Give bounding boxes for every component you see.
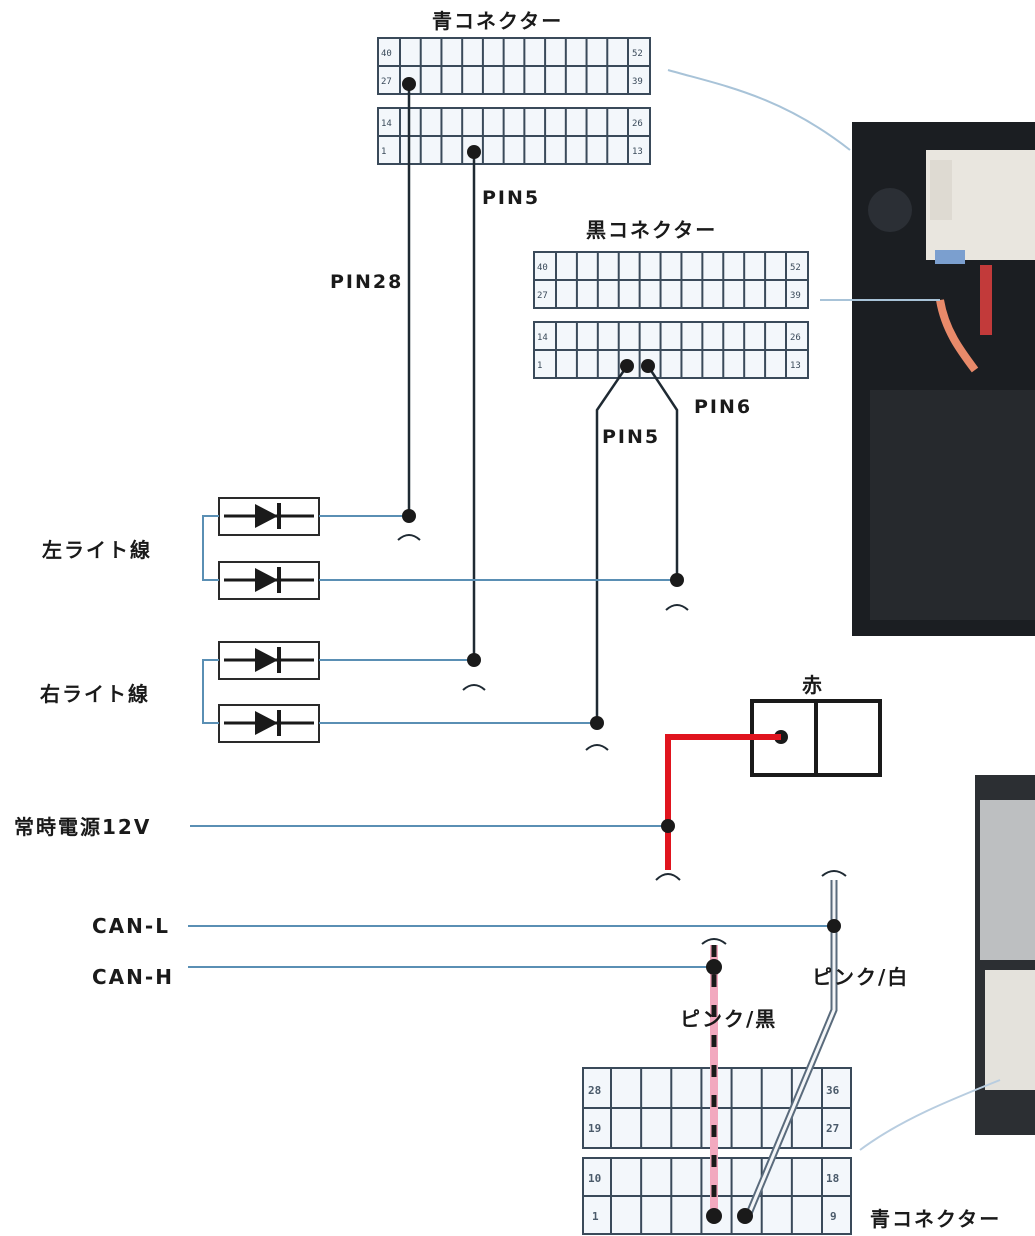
left-light-label: 左ライト線 [42,538,152,562]
pin-number: 1 [381,147,386,157]
pin-number: 27 [826,1122,839,1135]
wire-black-pin6 [646,365,679,580]
junction-dot [402,509,416,523]
pin-dot [467,145,481,159]
pin-number: 9 [830,1210,837,1223]
black-connector-lower [533,321,809,379]
pin-number: 14 [381,119,392,129]
pin-label: PIN5 [602,426,660,448]
pin-number: 1 [592,1210,599,1223]
pin-number: 27 [381,77,392,87]
junction-dot [590,716,604,730]
pink-black-label: ピンク/黒 [680,1007,777,1031]
blue-connector-top-upper [377,37,651,95]
blue-connector-title: 青コネクター [432,9,563,33]
blue-connector-bottom-title: 青コネクター [870,1207,1001,1231]
pin-number: 13 [632,147,643,157]
pin-number: 1 [537,361,542,371]
pin-label: PIN5 [482,187,540,209]
pin-number: 19 [588,1122,601,1135]
junction-dot [670,573,684,587]
can-h-label: CAN-H [92,965,174,989]
pin-number: 14 [537,333,548,343]
pin-number: 26 [632,119,643,129]
pin-dot [620,359,634,373]
wire-cut-mark [655,873,681,881]
can-l-label: CAN-L [92,914,170,938]
pin-dot [641,359,655,373]
constant-power-label: 常時電源12V [14,815,151,839]
pin-dot [706,1208,722,1224]
pin-number: 18 [826,1172,839,1185]
right-light-bracket [202,659,219,724]
junction-dot [827,919,841,933]
diode-left-upper [218,497,320,536]
pin-dot [402,77,416,91]
pin-number: 39 [790,291,801,301]
diode-right-upper [218,641,320,680]
left-light-bracket [202,515,219,581]
leader-line [859,1079,1001,1151]
diode-left-lower [218,561,320,600]
wire-cut-mark [821,870,847,877]
pin-number: 13 [790,361,801,371]
junction-dot [661,819,675,833]
vehicle-photo-bottom [975,775,1035,1135]
pin-dot [737,1208,753,1224]
pin-label: PIN28 [330,271,403,293]
wire-cut-mark [585,744,609,751]
pin-number: 52 [632,49,643,59]
pin-number: 10 [588,1172,601,1185]
pin-number: 26 [790,333,801,343]
blue-connector-top-lower [377,107,651,165]
wire-cut-mark [397,534,421,541]
vehicle-photo-top [852,122,1035,636]
wire-cut-mark [701,938,727,945]
diode-right-lower [218,704,320,743]
red-connector-title: 赤 [802,673,824,697]
pin-number: 36 [826,1084,840,1097]
pin-number: 40 [381,49,392,59]
black-connector-title: 黒コネクター [586,218,717,242]
wire-black-pin5 [595,365,629,723]
leader-line [667,69,851,151]
junction-dot [706,959,722,975]
pin-number: 40 [537,263,548,273]
pin-number: 28 [588,1084,601,1097]
pin-number: 52 [790,263,801,273]
pin-label: PIN6 [694,396,752,418]
pin-number: 39 [632,77,643,87]
pink-white-label: ピンク/白 [812,965,909,989]
black-connector-upper [533,251,809,309]
junction-dot [467,653,481,667]
wire-cut-mark [665,604,689,611]
right-light-label: 右ライト線 [40,682,150,706]
pin-number: 27 [537,291,548,301]
wire-cut-mark [462,684,486,691]
